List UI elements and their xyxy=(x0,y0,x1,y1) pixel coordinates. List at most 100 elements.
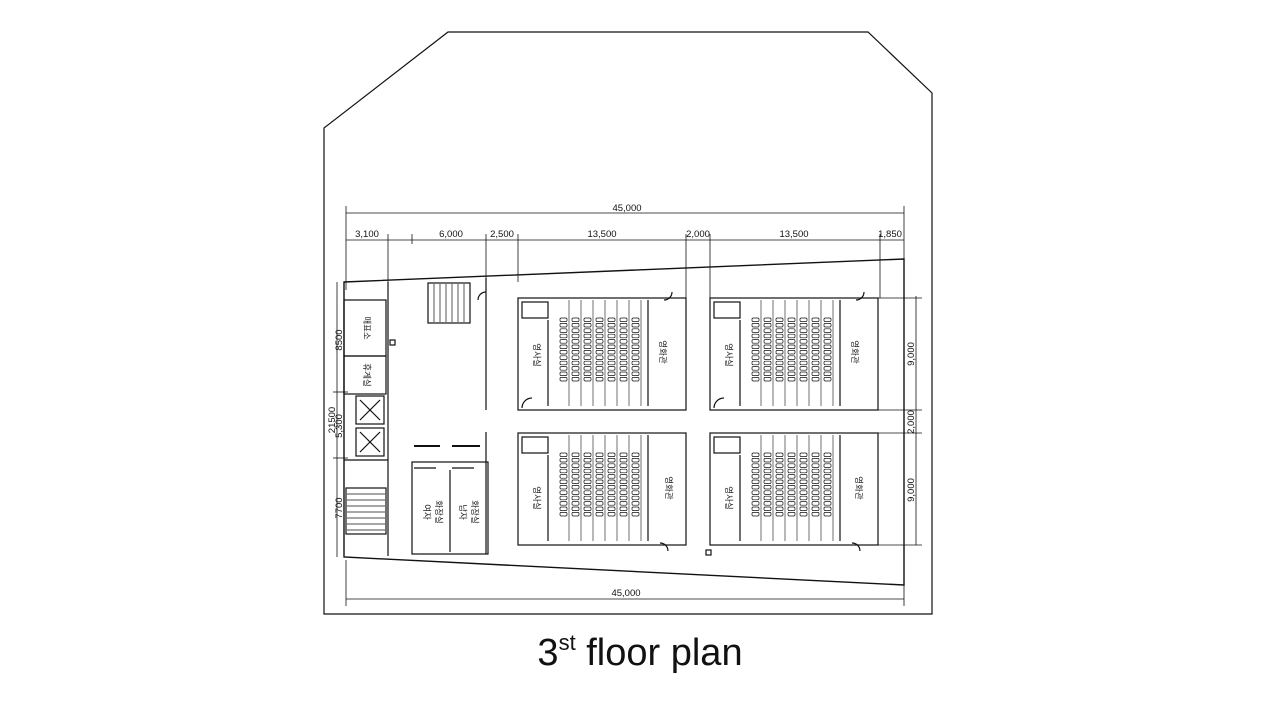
male-restroom-label-1: 남자 xyxy=(457,504,467,520)
seat xyxy=(775,495,784,501)
seat xyxy=(571,355,580,360)
seat xyxy=(799,350,808,355)
seat xyxy=(787,323,796,328)
seat xyxy=(763,350,772,355)
seat xyxy=(559,377,568,382)
seat xyxy=(607,479,616,484)
dim-top-1: 3,100 xyxy=(355,229,379,240)
seat xyxy=(571,512,580,517)
seat xyxy=(775,458,784,463)
seat xyxy=(775,328,784,333)
seat xyxy=(823,479,832,484)
seat xyxy=(571,360,580,366)
seat xyxy=(823,366,832,371)
seat xyxy=(775,317,784,322)
seat xyxy=(607,350,616,355)
seat xyxy=(811,323,820,328)
seat xyxy=(799,339,808,344)
seat xyxy=(619,371,628,376)
seat xyxy=(595,333,604,339)
seat xyxy=(595,323,604,328)
seat xyxy=(631,474,640,479)
seat xyxy=(559,474,568,479)
seat xyxy=(823,452,832,457)
seat xyxy=(631,377,640,382)
dim-overall-top: 45,000 xyxy=(612,203,641,214)
seat xyxy=(571,350,580,355)
seat xyxy=(607,371,616,376)
seat xyxy=(763,339,772,344)
seat xyxy=(775,463,784,468)
seat xyxy=(559,350,568,355)
seat xyxy=(619,452,628,457)
seat xyxy=(823,377,832,382)
seat xyxy=(583,366,592,371)
seat xyxy=(799,355,808,360)
seat xyxy=(799,468,808,474)
seat xyxy=(799,366,808,371)
stair-top xyxy=(427,282,471,324)
seat xyxy=(799,463,808,468)
seat xyxy=(559,371,568,376)
seat xyxy=(631,360,640,366)
seat xyxy=(787,512,796,517)
seat xyxy=(607,328,616,333)
seat xyxy=(751,495,760,501)
seat xyxy=(595,474,604,479)
seat xyxy=(751,463,760,468)
seat xyxy=(787,328,796,333)
seat xyxy=(775,512,784,517)
seat xyxy=(823,328,832,333)
seat xyxy=(607,339,616,344)
seat xyxy=(751,452,760,457)
seat xyxy=(559,485,568,490)
seat xyxy=(811,512,820,517)
seat xyxy=(787,371,796,376)
seat xyxy=(607,458,616,463)
seat xyxy=(583,463,592,468)
seat xyxy=(571,506,580,511)
seat xyxy=(823,474,832,479)
seat xyxy=(559,323,568,328)
seat xyxy=(799,479,808,484)
seat xyxy=(787,495,796,501)
seat xyxy=(799,495,808,501)
seat xyxy=(811,350,820,355)
seat xyxy=(811,317,820,322)
seat xyxy=(799,485,808,490)
dim-right-1: 9,000 xyxy=(906,342,917,366)
seat xyxy=(595,495,604,501)
seat xyxy=(595,452,604,457)
seat xyxy=(763,317,772,322)
seat xyxy=(571,328,580,333)
seat xyxy=(607,490,616,495)
seat xyxy=(751,490,760,495)
projection-room-label-1: 영사실 xyxy=(531,343,542,366)
seat xyxy=(559,490,568,495)
seat xyxy=(559,458,568,463)
seat xyxy=(619,339,628,344)
seat xyxy=(823,501,832,506)
seat xyxy=(583,317,592,322)
seat xyxy=(595,371,604,376)
seat xyxy=(751,350,760,355)
seat xyxy=(607,474,616,479)
seat xyxy=(823,458,832,463)
seat xyxy=(799,344,808,349)
cinema-label-1: 영화관 xyxy=(657,340,668,364)
slide-caption: 3st floor plan xyxy=(0,632,1280,675)
seat xyxy=(811,377,820,382)
seat xyxy=(631,506,640,511)
seat xyxy=(571,333,580,339)
seat xyxy=(619,366,628,371)
seat xyxy=(751,485,760,490)
seat xyxy=(607,495,616,501)
dim-overall-bottom: 45,000 xyxy=(611,588,640,599)
seat xyxy=(571,323,580,328)
seat xyxy=(763,371,772,376)
seat xyxy=(811,355,820,360)
seat xyxy=(823,512,832,517)
dim-top-4: 13,500 xyxy=(587,229,616,240)
elevator-1 xyxy=(355,395,385,425)
seat xyxy=(619,468,628,474)
